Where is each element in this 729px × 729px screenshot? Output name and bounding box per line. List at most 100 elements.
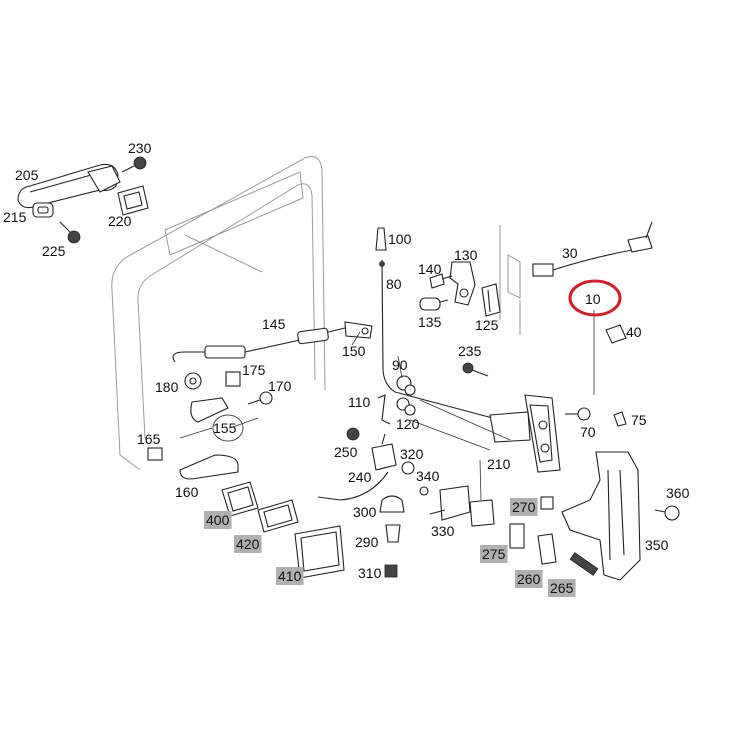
rod-80[interactable] (379, 259, 501, 421)
door-outline (111, 156, 521, 471)
callout-170[interactable]: 170 (268, 378, 292, 394)
pin-165[interactable] (147, 447, 163, 461)
frame-400[interactable] (221, 481, 259, 517)
gasket-215[interactable] (32, 202, 54, 218)
bushing-135[interactable] (419, 297, 449, 311)
callout-80[interactable]: 80 (386, 276, 402, 292)
callout-320[interactable]: 320 (400, 446, 424, 462)
part-275[interactable] (509, 523, 525, 549)
callout-205[interactable]: 205 (15, 167, 39, 183)
callout-235[interactable]: 235 (458, 343, 482, 359)
panel-350[interactable] (561, 451, 641, 581)
red-circle-highlight (568, 279, 622, 317)
callout-340[interactable]: 340 (416, 468, 440, 484)
callout-165[interactable]: 165 (137, 431, 161, 447)
cover-125[interactable] (481, 283, 501, 317)
bolt-310[interactable] (384, 564, 398, 578)
callout-350[interactable]: 350 (645, 537, 669, 553)
bowden-cable-145[interactable] (172, 327, 346, 363)
callout-260[interactable]: 260 (517, 571, 541, 587)
frame-410[interactable] (294, 525, 345, 579)
grommet-180[interactable] (184, 372, 202, 390)
lock-210[interactable] (489, 394, 561, 473)
callout-230[interactable]: 230 (128, 140, 152, 156)
callout-215[interactable]: 215 (3, 209, 27, 225)
callout-40[interactable]: 40 (626, 324, 642, 340)
clip-75[interactable] (613, 411, 627, 427)
screw-70[interactable] (565, 407, 591, 421)
callout-360[interactable]: 360 (666, 485, 690, 501)
callout-10[interactable]: 10 (585, 291, 601, 307)
knob-100[interactable] (375, 227, 387, 251)
callout-330[interactable]: 330 (431, 523, 455, 539)
screw-265[interactable] (569, 552, 599, 576)
part-260[interactable] (537, 533, 557, 565)
callout-410[interactable]: 410 (278, 568, 302, 584)
callout-300[interactable]: 300 (353, 504, 377, 520)
callout-220[interactable]: 220 (108, 213, 132, 229)
bushing-90[interactable] (396, 375, 416, 396)
callout-175[interactable]: 175 (242, 362, 266, 378)
callout-140[interactable]: 140 (418, 261, 442, 277)
callout-135[interactable]: 135 (418, 314, 442, 330)
gray-circle-highlight (212, 414, 244, 442)
frame-420[interactable] (257, 499, 299, 533)
callout-70[interactable]: 70 (580, 424, 596, 440)
gasket-220[interactable] (117, 185, 149, 216)
clip-40[interactable] (605, 324, 627, 344)
callout-240[interactable]: 240 (348, 469, 372, 485)
outer-handle-205[interactable] (17, 163, 121, 209)
callout-90[interactable]: 90 (392, 357, 408, 373)
bushing-120[interactable] (396, 397, 511, 451)
lever-150[interactable] (344, 321, 373, 339)
label-highlight-275 (480, 545, 508, 563)
clip-175[interactable] (225, 371, 241, 387)
bracket-330[interactable] (429, 485, 471, 521)
grommet-340[interactable] (401, 461, 429, 496)
inner-handle-155[interactable] (190, 397, 229, 423)
callout-290[interactable]: 290 (355, 534, 379, 550)
callout-130[interactable]: 130 (454, 247, 478, 263)
callout-400[interactable]: 400 (206, 512, 230, 528)
rod-110[interactable] (377, 394, 391, 425)
callout-160[interactable]: 160 (175, 484, 199, 500)
callout-120[interactable]: 120 (396, 416, 420, 432)
callout-180[interactable]: 180 (155, 379, 179, 395)
callout-125[interactable]: 125 (475, 317, 499, 333)
callout-310[interactable]: 310 (358, 565, 382, 581)
grommet-290[interactable] (385, 524, 401, 543)
cap-300[interactable] (379, 495, 405, 513)
part-270[interactable] (540, 496, 554, 510)
callout-145[interactable]: 145 (262, 316, 286, 332)
callout-210[interactable]: 210 (487, 456, 511, 472)
callout-30[interactable]: 30 (562, 245, 578, 261)
leader-lines (179, 331, 403, 439)
rod-235[interactable] (462, 362, 489, 377)
screw-225[interactable] (59, 221, 81, 244)
screw-360[interactable] (654, 505, 680, 521)
callout-155[interactable]: 155 (213, 420, 237, 436)
callout-225[interactable]: 225 (42, 243, 66, 259)
callout-265[interactable]: 265 (550, 580, 574, 596)
bolt-140[interactable] (429, 273, 453, 289)
trim-160[interactable] (179, 454, 239, 480)
actuator-320[interactable] (371, 433, 397, 471)
label-highlight-270 (510, 498, 538, 516)
label-highlight-410 (276, 567, 304, 585)
bracket-130[interactable] (449, 261, 476, 306)
callout-150[interactable]: 150 (342, 343, 366, 359)
cable-240[interactable] (317, 471, 389, 501)
callout-110[interactable]: 110 (348, 394, 371, 410)
callout-420[interactable]: 420 (236, 536, 260, 552)
callout-275[interactable]: 275 (482, 546, 506, 562)
cable-30[interactable] (532, 221, 653, 277)
screw-250[interactable] (346, 427, 360, 441)
callout-75[interactable]: 75 (631, 412, 647, 428)
screw-230[interactable] (121, 156, 147, 173)
part-block[interactable] (469, 459, 495, 527)
callout-250[interactable]: 250 (334, 444, 358, 460)
callout-100[interactable]: 100 (388, 231, 412, 247)
callout-270[interactable]: 270 (512, 499, 536, 515)
screw-170[interactable] (247, 391, 273, 405)
